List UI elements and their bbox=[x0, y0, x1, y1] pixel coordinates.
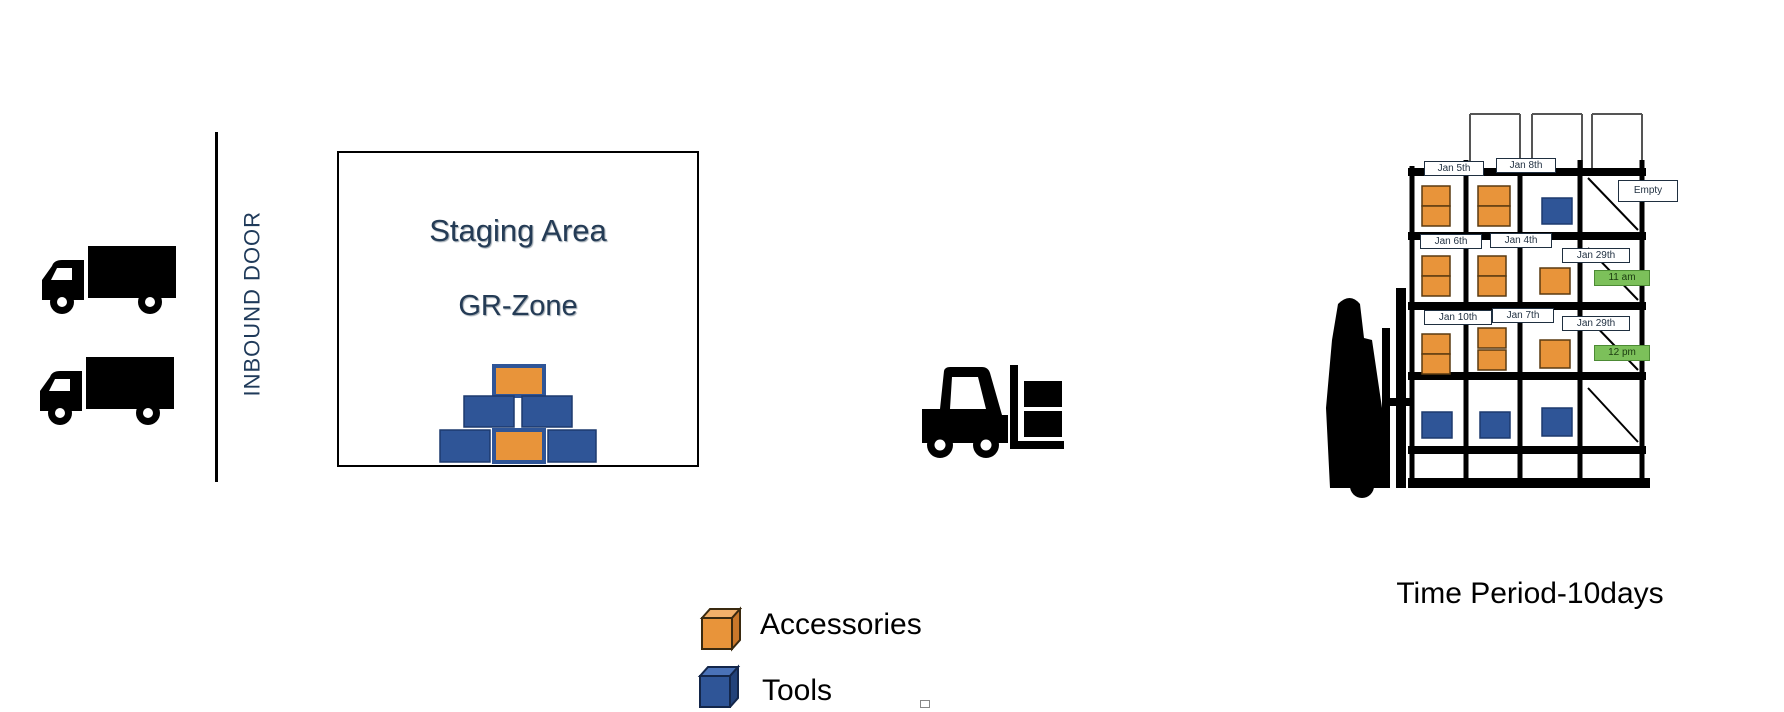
box-icon bbox=[439, 364, 597, 464]
inbound-door-label: INBOUND DOOR bbox=[239, 210, 265, 397]
rack-label: Jan 29th bbox=[1562, 316, 1630, 331]
rack-label: Jan 4th bbox=[1490, 233, 1552, 248]
time-badge: 12 pm bbox=[1594, 345, 1650, 361]
forklift-icon bbox=[922, 365, 1064, 458]
inbound-door-line bbox=[215, 132, 218, 482]
rack-label: Jan 10th bbox=[1424, 310, 1492, 325]
tools-box-icon bbox=[697, 664, 741, 708]
rack-label: Jan 29th bbox=[1562, 248, 1630, 263]
staging-area-title: Staging Area bbox=[429, 213, 607, 248]
staging-box-pile bbox=[439, 364, 597, 464]
rack-label: Jan 8th bbox=[1496, 158, 1556, 173]
time-period-label: Time Period-10days bbox=[1396, 577, 1664, 610]
gr-zone-label: GR-Zone bbox=[458, 290, 578, 322]
rack-label: Jan 6th bbox=[1420, 234, 1482, 249]
rack-label: Jan 7th bbox=[1492, 308, 1554, 323]
legend-label-accessories: Accessories bbox=[760, 608, 922, 641]
time-badge: 11 am bbox=[1594, 270, 1650, 286]
legend-label-tools: Tools bbox=[762, 674, 833, 707]
truck-icon bbox=[40, 357, 174, 425]
rack-label: Jan 5th bbox=[1424, 161, 1484, 176]
truck-icon bbox=[42, 246, 176, 314]
rack-label: Empty bbox=[1618, 180, 1678, 202]
resize-handle bbox=[920, 700, 930, 708]
accessories-box-icon bbox=[699, 606, 742, 652]
staging-area-box: Staging Area GR-Zone bbox=[337, 151, 699, 467]
